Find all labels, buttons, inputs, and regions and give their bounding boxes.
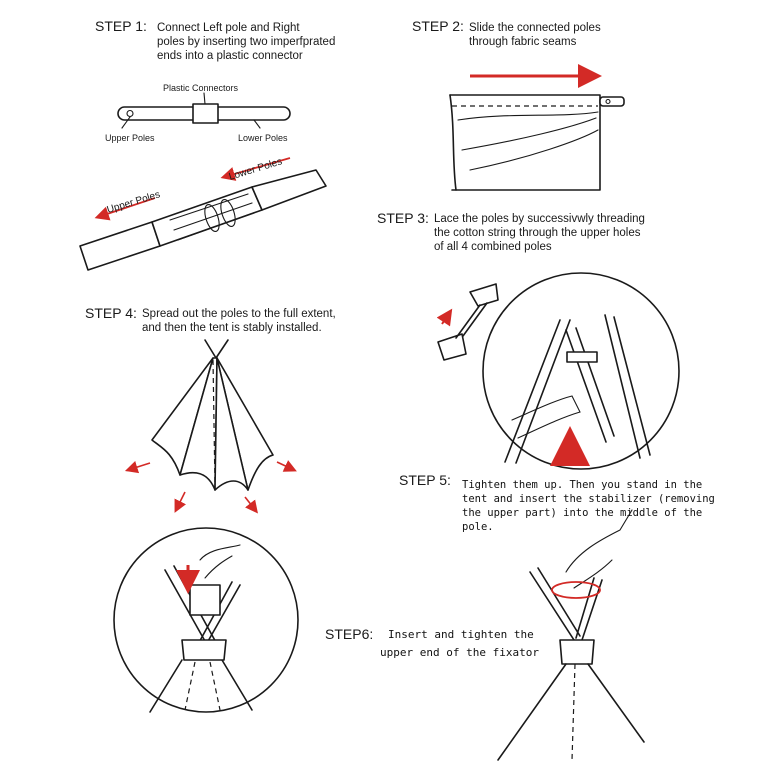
plastic-connectors-label: Plastic Connectors bbox=[163, 83, 239, 93]
step-5-line-3: the upper part) into the middle of the bbox=[462, 507, 702, 519]
step-3-instructions: STEP 3: Lace the poles by successivwly t… bbox=[377, 210, 645, 253]
step-5-instructions: STEP 5: Tighten them up. Then you stand … bbox=[399, 472, 715, 533]
tightening-illustration bbox=[497, 509, 645, 761]
step-1-line-2: poles by inserting two imperfprated bbox=[157, 36, 335, 48]
upper-poles-label: Upper Poles bbox=[105, 133, 155, 143]
step-5-title: STEP 5: bbox=[399, 472, 451, 488]
upper-poles-diagonal-label: Upper Poles bbox=[106, 189, 162, 216]
step-6-instructions: STEP6: Insert and tighten the upper end … bbox=[325, 626, 539, 659]
teepee-illustration bbox=[124, 339, 297, 514]
step-2-line-1: Slide the connected poles bbox=[469, 22, 601, 34]
step-3-line-3: of all 4 combined poles bbox=[434, 241, 552, 253]
lower-poles-diagonal-label: Lower Poles bbox=[228, 156, 284, 183]
step-1-title: STEP 1: bbox=[95, 18, 147, 34]
step-4-instructions: STEP 4: Spread out the poles to the full… bbox=[85, 305, 336, 334]
step-2-line-2: through fabric seams bbox=[469, 36, 577, 48]
step-3-line-2: the cotton string through the upper hole… bbox=[434, 227, 641, 239]
step-6-title: STEP6: bbox=[325, 626, 373, 642]
fixator-detail-circle bbox=[113, 527, 299, 713]
pole-connector-diagram: Plastic Connectors Upper Poles Lower Pol… bbox=[105, 83, 291, 143]
step-6-line-2: upper end of the fixator bbox=[380, 646, 539, 659]
lacing-detail-circle bbox=[482, 272, 680, 470]
step-5-line-4: pole. bbox=[462, 521, 494, 533]
step-6-line-1: Insert and tighten the bbox=[388, 628, 534, 641]
step-4-line-1: Spread out the poles to the full extent, bbox=[142, 308, 336, 320]
step-4-line-2: and then the tent is stably installed. bbox=[142, 322, 322, 334]
step-5-line-1: Tighten them up. Then you stand in the bbox=[462, 479, 702, 491]
step-4-title: STEP 4: bbox=[85, 305, 137, 321]
step-3-line-1: Lace the poles by successivwly threading bbox=[434, 213, 645, 225]
step-3-title: STEP 3: bbox=[377, 210, 429, 226]
step-5-line-2: tent and insert the stabilizer (removing bbox=[462, 493, 715, 505]
lower-poles-label: Lower Poles bbox=[238, 133, 288, 143]
step-1-instructions: STEP 1: Connect Left pole and Right pole… bbox=[95, 18, 335, 62]
joined-poles-illustration: Upper Poles Lower Poles bbox=[79, 156, 327, 271]
step-2-instructions: STEP 2: Slide the connected poles throug… bbox=[412, 18, 601, 48]
step-1-line-1: Connect Left pole and Right bbox=[157, 22, 300, 34]
step-2-title: STEP 2: bbox=[412, 18, 464, 34]
fabric-seam-illustration bbox=[449, 64, 625, 191]
step-1-line-3: ends into a plastic connector bbox=[157, 50, 303, 62]
stabilizer-illustration bbox=[436, 283, 499, 361]
